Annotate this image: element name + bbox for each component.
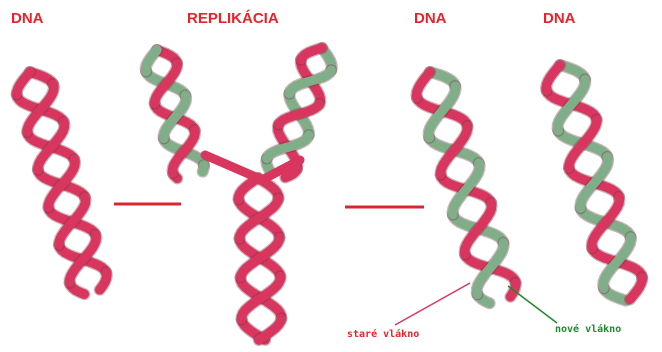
helix-strands <box>17 48 642 340</box>
fork-junction-strand-left <box>205 155 258 178</box>
new-strand-pointer <box>508 286 557 323</box>
dna-label-middle: DNA <box>414 10 447 27</box>
new-strand-label: nové vlákno <box>555 324 621 335</box>
dna-label-right: DNA <box>543 10 576 27</box>
old-strand-label: staré vlákno <box>347 329 419 340</box>
old-strand-pointer <box>395 283 470 325</box>
replication-title: REPLIKÁCIA <box>187 10 279 27</box>
dna-label-left: DNA <box>11 10 44 27</box>
